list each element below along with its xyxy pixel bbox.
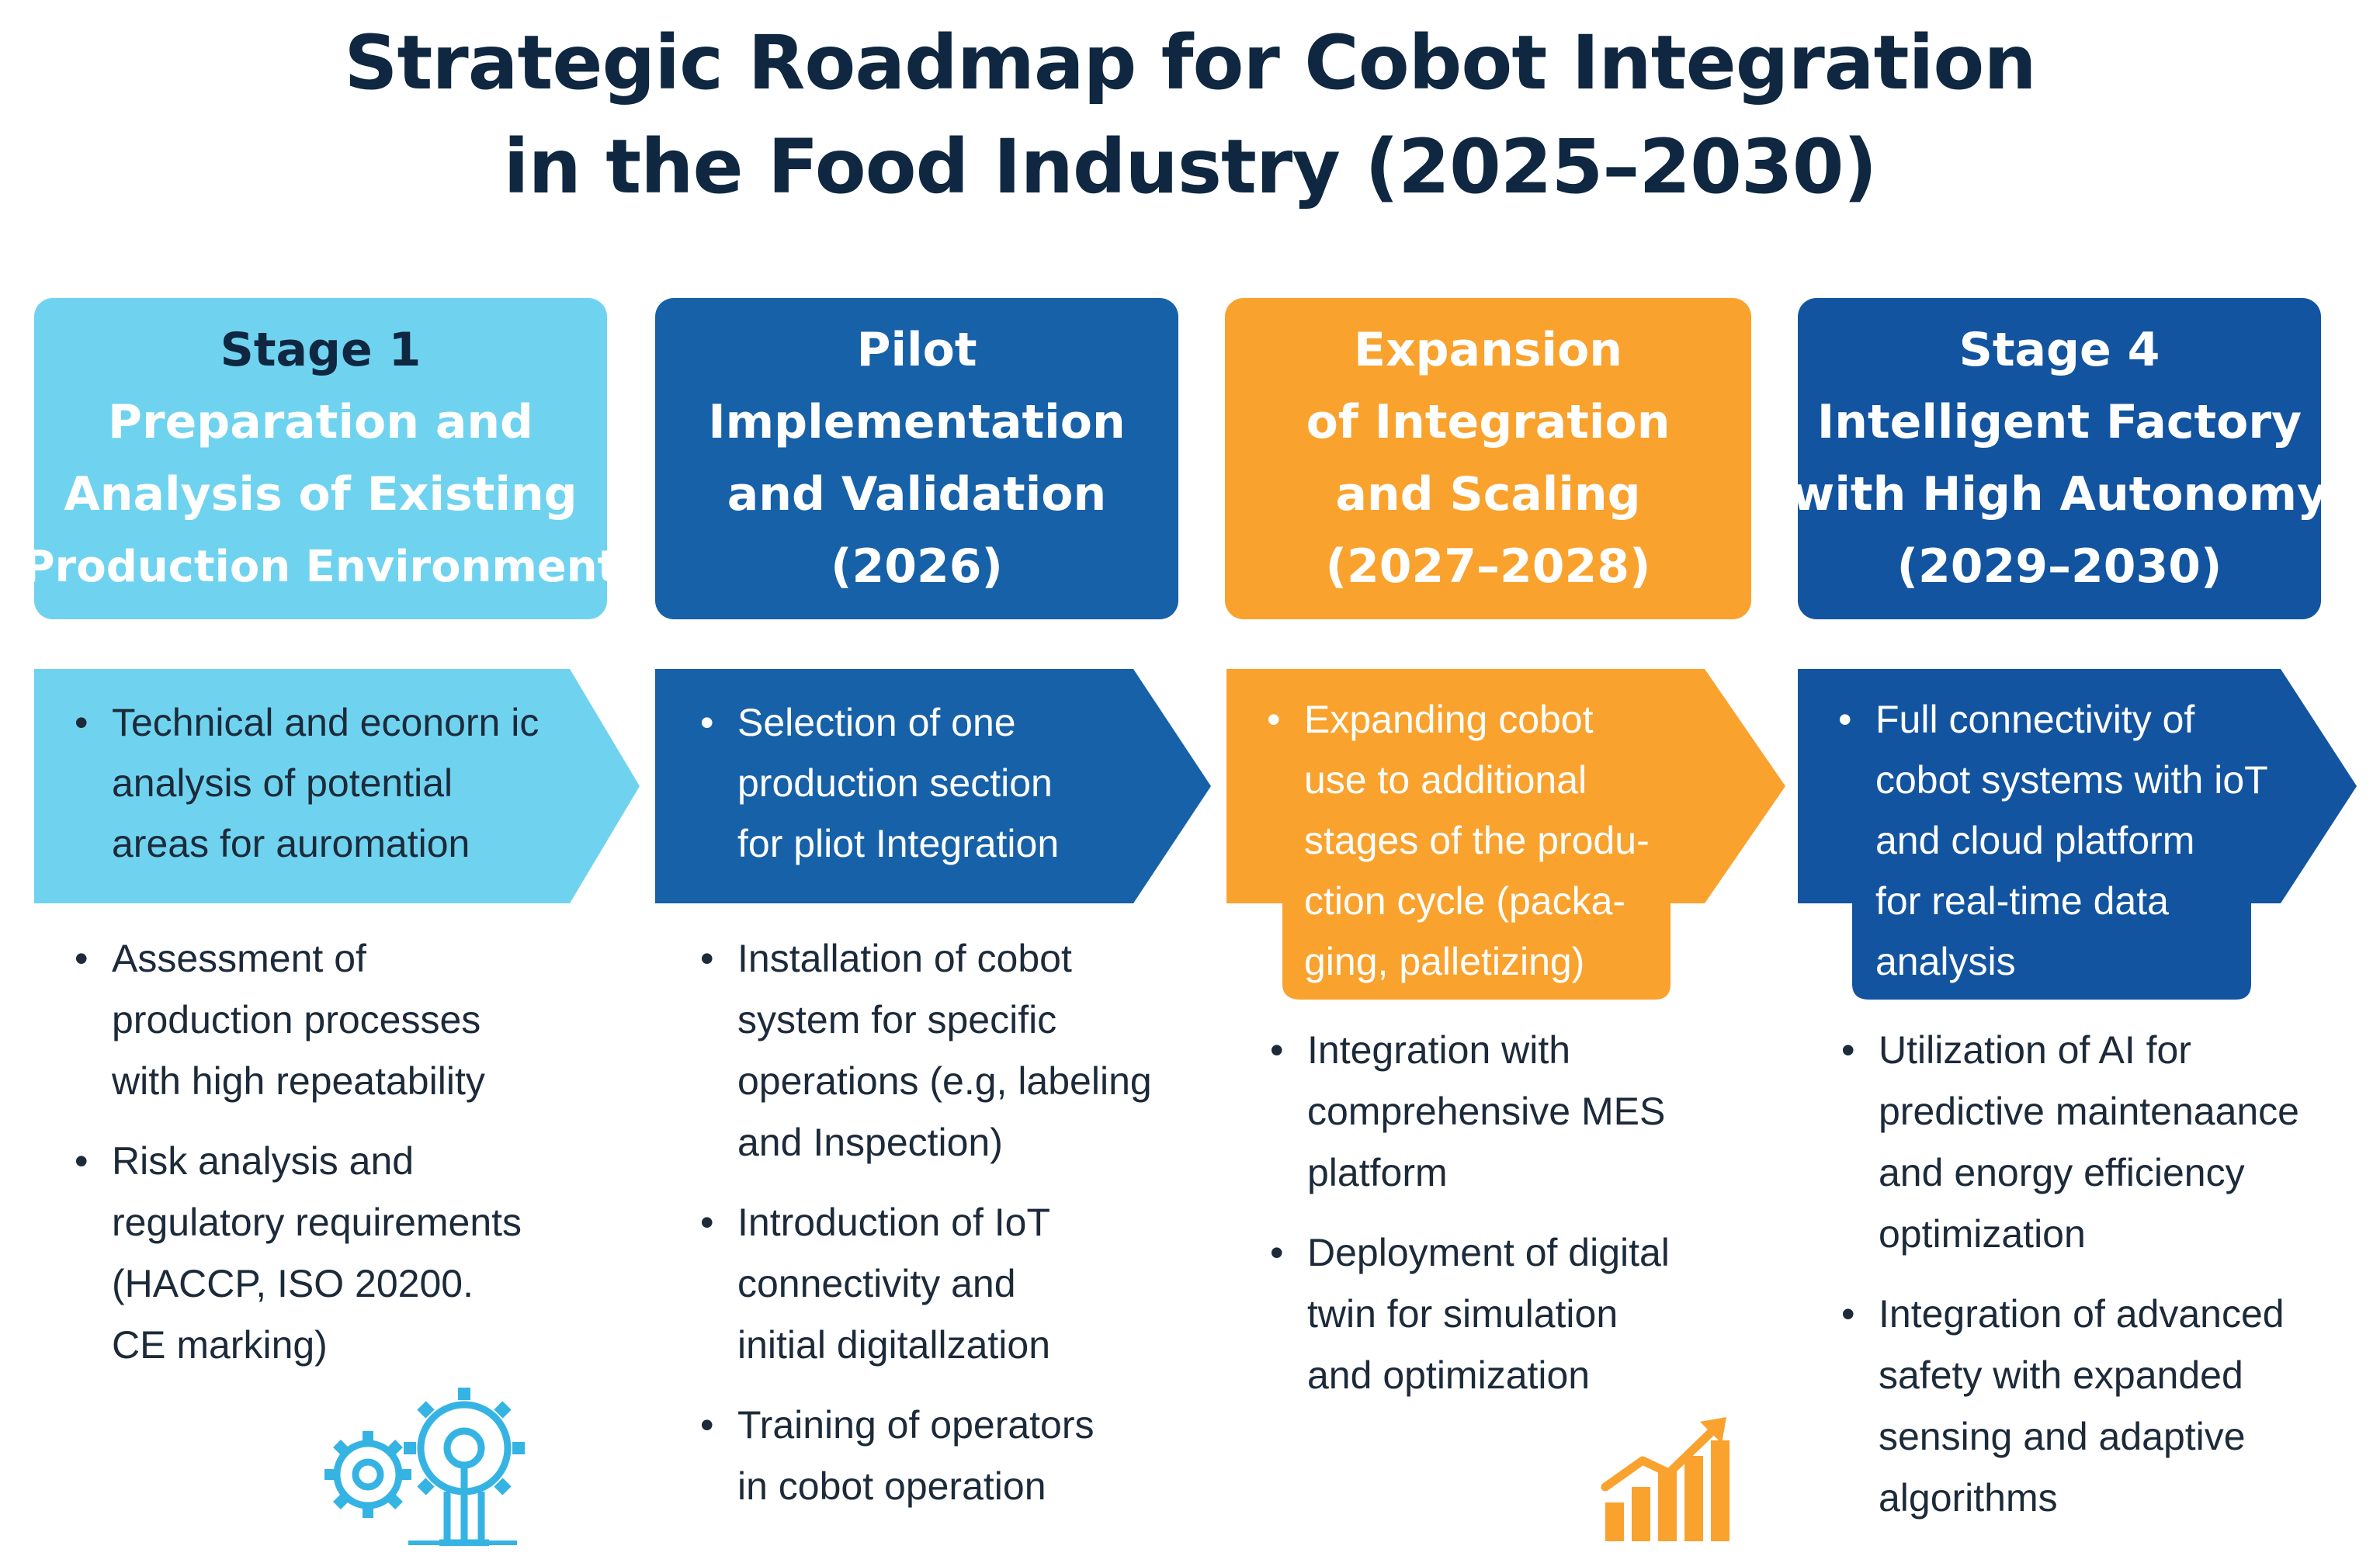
stage-2-header-line: (2026) [831,539,1003,594]
stage-4-bullet-list: Utilization of AI for predictive mainten… [1841,1020,2299,1547]
stage-2-highlight-arrow: Selection of one production section for … [655,669,1211,903]
stage-3-bullet: Deployment of digital twin for simulatio… [1270,1222,1670,1406]
stage-1-bullet: Assessment of production processes with … [75,928,522,1112]
stage-3-header-line: and Scaling [1335,467,1641,522]
stage-1-header-line: Analysis of Existing [64,467,578,522]
stage-2-bullet: Introduction of IoT connectivity and ini… [700,1192,1152,1376]
stage-1-header-line: Production Environment [23,542,619,592]
stage-2-highlight-item: Selection of one production section for … [700,692,1059,874]
stage-3-highlight-arrow: Expanding cobot use to additional stages… [1226,669,1785,1000]
stage-3-bullet: Integration with comprehensive MES platf… [1270,1020,1670,1204]
stage-2-header-line: Implementation [708,395,1126,449]
stage-4-highlight-item: Full connectivity of cobot systems with … [1838,689,2268,992]
title-line-1: Strategic Roadmap for Cobot Integration [344,19,2036,106]
stage-2-bullet: Training of operators in cobot operation [700,1395,1152,1517]
stage-4-header-line: Stage 4 [1958,323,2160,377]
stage-4-header-line: (2029–2030) [1896,539,2222,594]
stage-4-highlight-arrow: Full connectivity of cobot systems with … [1798,669,2357,1000]
stage-4-header: Stage 4 Intelligent Factory with High Au… [1792,298,2327,619]
stage-3-header-line: (2027–2028) [1325,539,1651,594]
stage-3-header-line: of Integration [1306,395,1671,449]
stage-4-header-line: with High Autonomy [1791,467,2328,522]
stage-1-header-line: Stage 1 [220,323,422,377]
stage-4-bullet: Integration of advanced safety with expa… [1841,1284,2299,1529]
stage-2-header-line: and Validation [727,467,1107,522]
stage-1-header: Stage 1 Preparation and Analysis of Exis… [23,298,618,619]
stage-3-header-line: Expansion [1353,323,1623,377]
stage-1-bullet-list: Assessment of production processes with … [75,928,522,1395]
stage-2-bullet: Installation of cobot system for specifi… [700,928,1152,1173]
stage-3-header: Expansion of Integration and Scaling (20… [1225,298,1751,619]
stage-2-header: Pilot Implementation and Validation (202… [655,298,1178,619]
stage-1-highlight-arrow: Technical and econorn ic analysis of pot… [34,669,640,903]
stage-2-header-line: Pilot [856,323,977,377]
stage-2-bullet-list: Installation of cobot system for specifi… [700,928,1152,1536]
title-line-2: in the Food Industry (2025–2030) [503,123,1878,210]
stage-3-highlight-item: Expanding cobot use to additional stages… [1267,689,1650,992]
stage-1-highlight-item: Technical and econorn ic analysis of pot… [75,692,539,874]
stage-4-header-line: Intelligent Factory [1816,395,2302,449]
stage-3-bullet-list: Integration with comprehensive MES platf… [1270,1020,1670,1425]
stage-4-bullet: Utilization of AI for predictive mainten… [1841,1020,2299,1265]
stage-1-bullet: Risk analysis and regulatory requirement… [75,1131,522,1376]
stage-1-header-line: Preparation and [108,395,533,449]
page-title: Strategic Roadmap for Cobot Integration … [0,11,2380,219]
gears-icon [324,1388,525,1546]
growth-chart-icon [1601,1417,1729,1541]
